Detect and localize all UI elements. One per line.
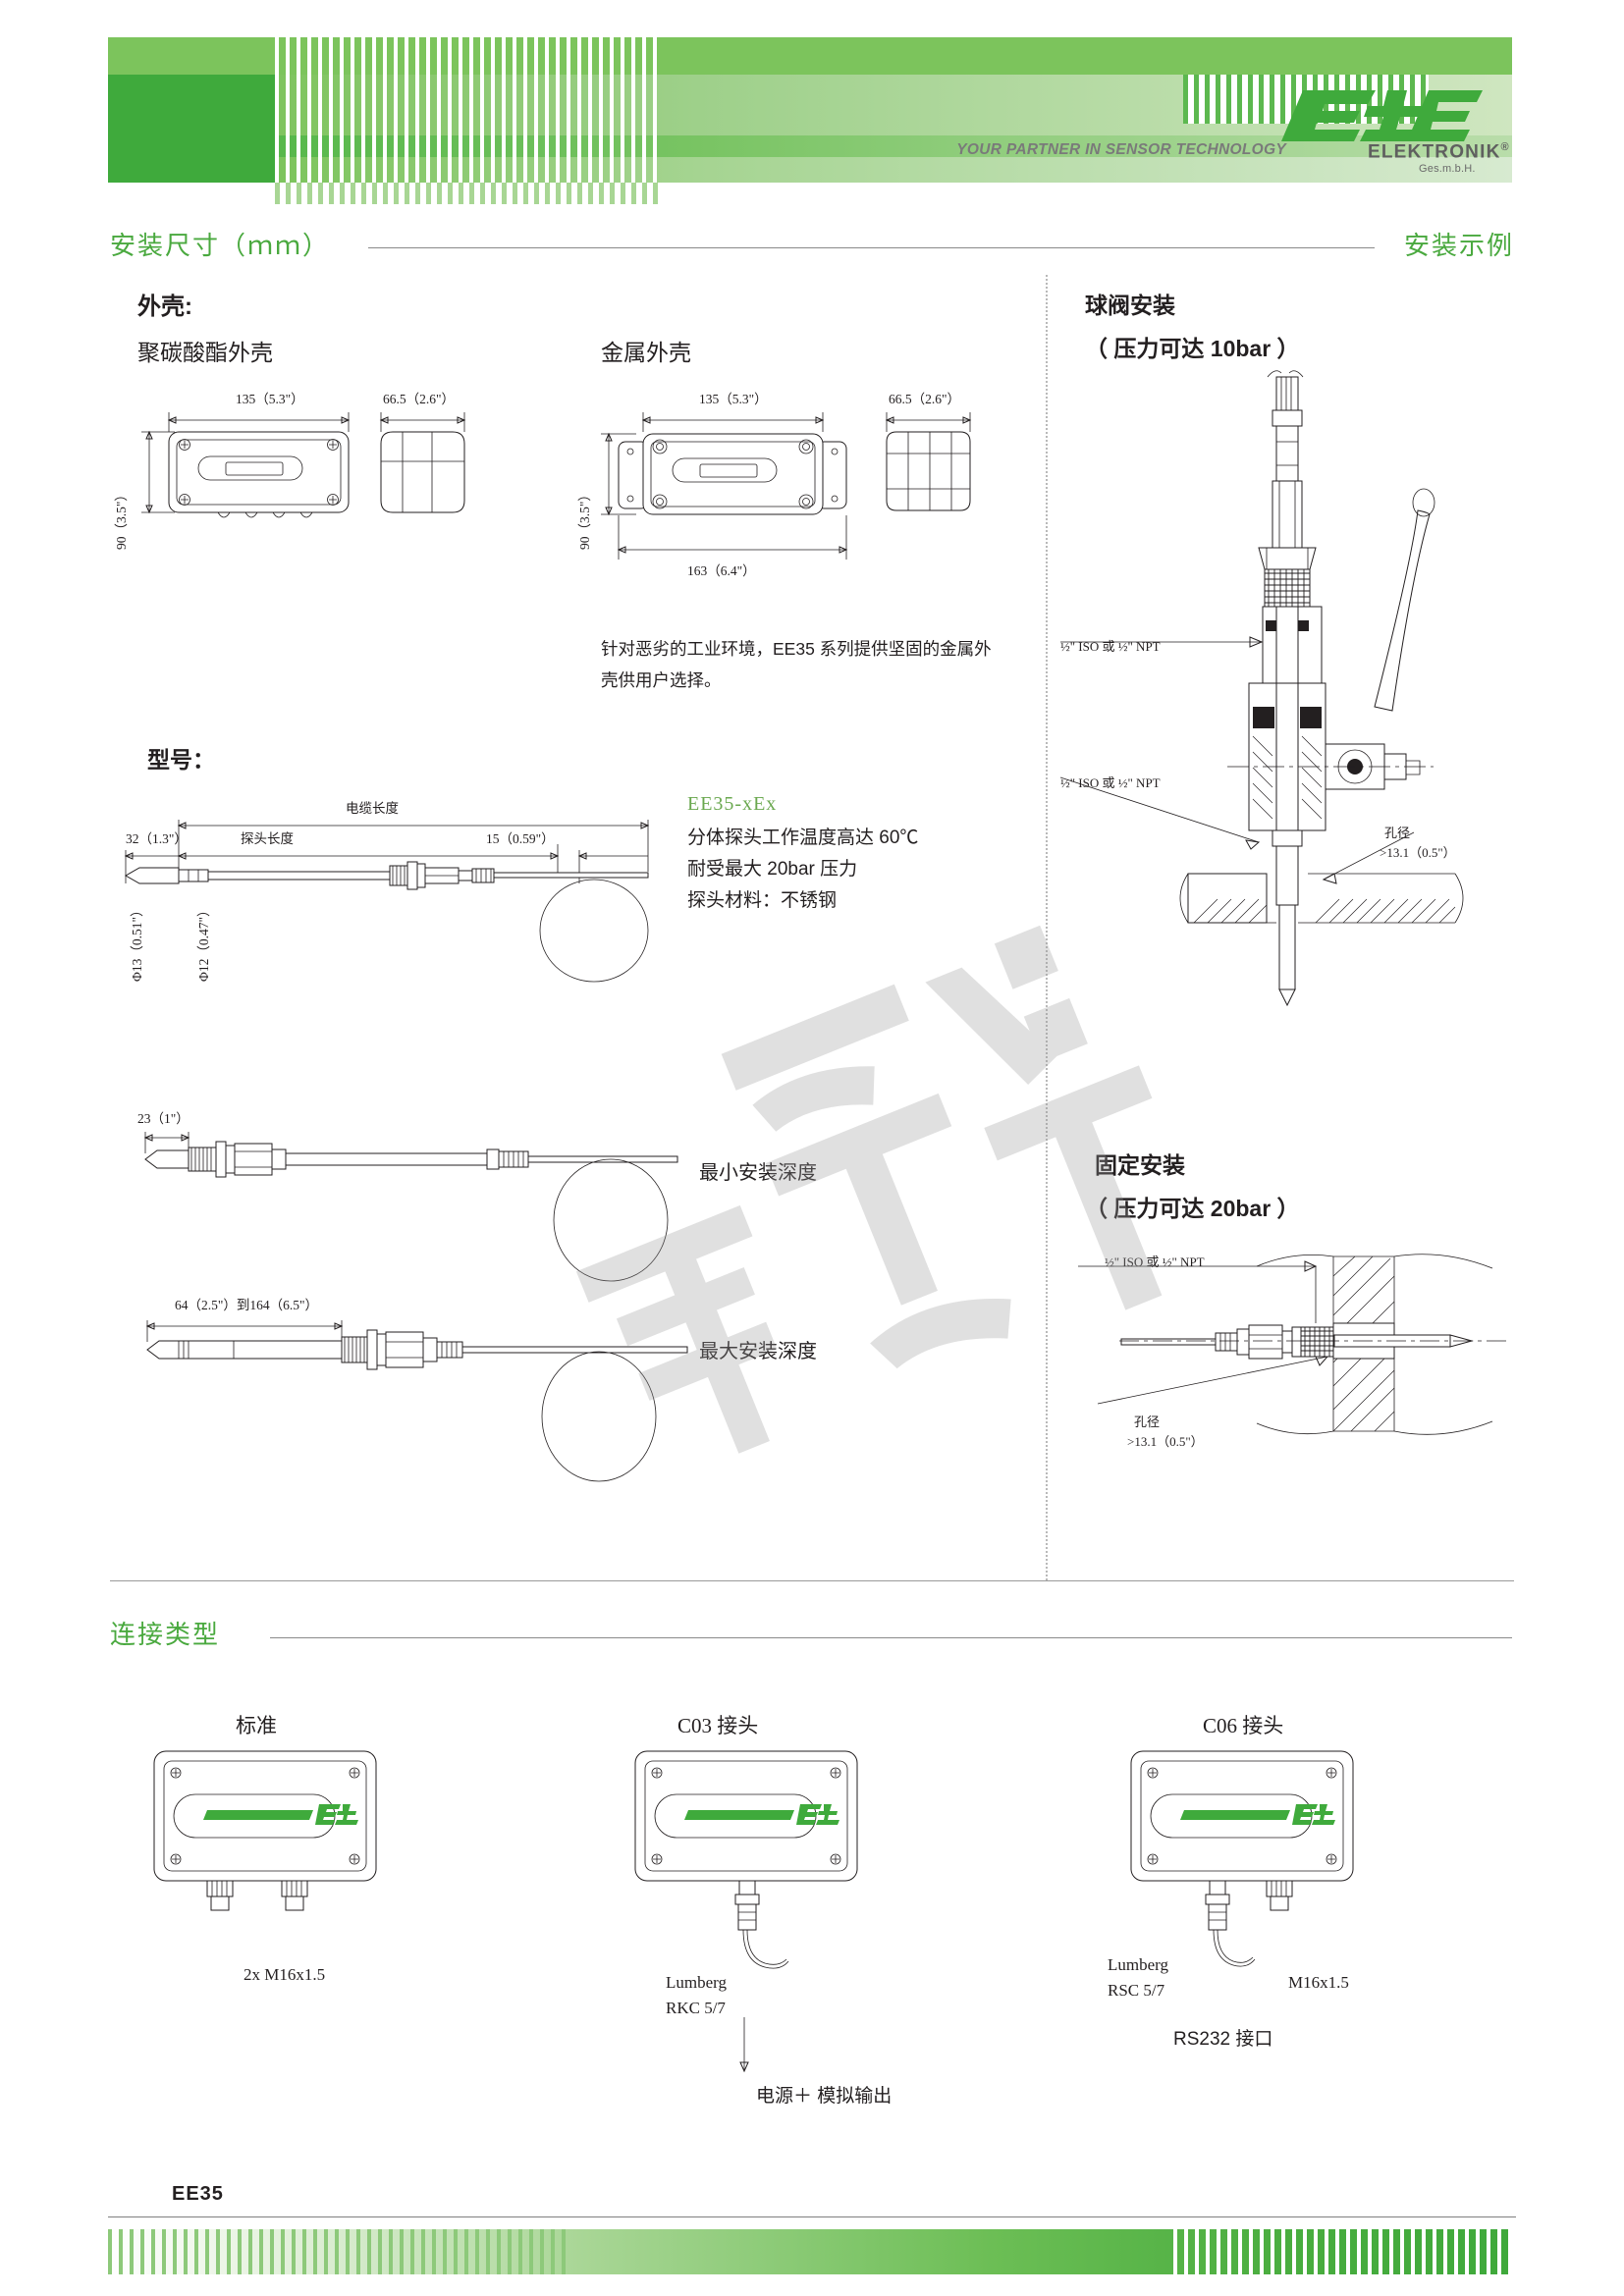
section-title-connections: 连接类型 — [110, 1620, 221, 1649]
min-depth-dim: 23（1"） — [137, 1111, 189, 1126]
polycarbonate-housing-drawing — [141, 412, 351, 518]
metal-depth-dim: 66.5（2.6"） — [889, 392, 961, 406]
probe-drawing-max-depth — [145, 1320, 688, 1482]
company-logo: ELEKTRONIK® Ges.m.b.H. — [1281, 86, 1509, 180]
housing-heading: 外壳: — [137, 294, 192, 320]
section-rule-connections — [270, 1637, 1512, 1638]
connector-title-c03: C03 接头 — [677, 1714, 759, 1737]
dim-32-label: 32（1.3"） — [126, 831, 188, 846]
fixed-thread-label: ½" ISO 或 ½" NPT — [1105, 1255, 1205, 1269]
probe-drawing-min-depth — [143, 1132, 678, 1282]
connector-leader-c03 — [739, 2017, 749, 2073]
connector-bottom-caption-c06: RS232 接口 — [1173, 2029, 1273, 2050]
model-heading: 型号： — [147, 747, 215, 773]
connector-bottom-caption-c03: 电源＋ 模拟输出 — [756, 2086, 893, 2107]
connector-drawing-c06 — [1130, 1750, 1354, 1967]
metal-housing-drawing — [601, 412, 848, 560]
logo-subtitle: ELEKTRONIK® — [1368, 141, 1510, 163]
poly-depth-dim: 66.5（2.6"） — [383, 392, 456, 406]
connector-subcaption-c06: RSC 5/7 — [1108, 1981, 1165, 2000]
connector-subcaption2-c06: M16x1.5 — [1288, 1973, 1349, 1992]
connector-caption-c06: Lumberg — [1108, 1955, 1169, 1974]
section-title-dimensions: 安装尺寸（ｍｍ） — [110, 231, 331, 260]
probe-drawing-cable — [124, 820, 650, 983]
metal-width-dim: 135（5.3"） — [699, 392, 768, 406]
footer-rule — [108, 2216, 1516, 2217]
section-rule-top — [368, 247, 1375, 248]
page-header: YOUR PARTNER IN SENSOR TECHNOLOGY ELEKTR… — [108, 37, 1512, 204]
header-stripe-pattern — [275, 75, 658, 183]
header-left-solid-block — [108, 75, 275, 183]
tagline: YOUR PARTNER IN SENSOR TECHNOLOGY — [956, 141, 1286, 158]
ball-bore-label: 孔径 — [1384, 826, 1411, 840]
ball-valve-title: 球阀安装 — [1085, 293, 1175, 318]
variant-line-1: 分体探头工作温度高达 60℃ — [687, 828, 919, 848]
cable-length-label: 电缆长度 — [346, 801, 399, 816]
fixed-mount-title: 固定安装 — [1095, 1152, 1185, 1178]
metal-flange-dim: 163（6.4"） — [687, 563, 756, 578]
header-stripe-pattern-top — [275, 37, 658, 75]
dim-15-label: 15（0.59"） — [486, 831, 555, 846]
max-depth-dim: 64（2.5"）到164（6.5"） — [175, 1298, 319, 1312]
connector-title-c06: C06 接头 — [1203, 1714, 1284, 1737]
header-stripe-pattern-below — [275, 183, 658, 204]
ball-thread-label-lower: ½" ISO 或 ½" NPT — [1060, 775, 1161, 790]
variant-code: EE35-xEx — [687, 793, 778, 815]
ball-valve-subtitle: （ 压力可达 10bar ） — [1085, 336, 1300, 361]
variant-line-2: 耐受最大 20bar 压力 — [687, 859, 858, 880]
ball-bore-value: >13.1（0.5"） — [1380, 845, 1456, 860]
connector-caption-standard: 2x M16x1.5 — [244, 1965, 326, 1984]
header-right-top-block — [1429, 37, 1512, 75]
metal-housing-side-drawing — [885, 412, 972, 511]
column-divider — [1046, 275, 1048, 1580]
header-left-top-block — [108, 37, 275, 75]
e-plus-e-logo-icon — [1281, 90, 1483, 141]
poly-width-dim: 135（5.3"） — [236, 392, 304, 406]
connector-drawing-standard — [153, 1750, 377, 1911]
bottom-section-divider — [110, 1580, 1514, 1581]
footer-stripe-left — [108, 2229, 569, 2274]
connector-title-standard: 标准 — [236, 1714, 277, 1737]
polycarbonate-housing-side-drawing — [379, 412, 466, 513]
min-depth-label: 最小安装深度 — [699, 1162, 817, 1184]
polycarbonate-housing-label: 聚碳酸酯外壳 — [137, 340, 273, 365]
probe-length-label: 探头长度 — [241, 831, 294, 846]
metal-housing-label: 金属外壳 — [601, 340, 691, 365]
fixed-bore-value: >13.1（0.5"） — [1127, 1434, 1204, 1449]
logo-legal-form: Ges.m.b.H. — [1419, 163, 1476, 175]
metal-housing-note: 针对恶劣的工业环境，EE35 系列提供坚固的金属外壳供用户选择。 — [601, 639, 992, 690]
fixed-mount-subtitle: （ 压力可达 20bar ） — [1085, 1196, 1300, 1221]
ball-valve-assembly-drawing — [1059, 370, 1464, 1007]
section-title-examples: 安装示例 — [1403, 231, 1514, 260]
variant-line-3: 探头材料：不锈钢 — [687, 890, 838, 911]
max-depth-label: 最大安装深度 — [699, 1341, 817, 1362]
footer-model: EE35 — [172, 2183, 224, 2205]
fixed-bore-label: 孔径 — [1134, 1415, 1161, 1429]
connector-drawing-c03 — [634, 1750, 858, 1969]
fixed-mount-assembly-drawing — [1078, 1254, 1510, 1435]
connector-caption-c03: Lumberg — [666, 1973, 728, 1992]
poly-height-dim: 90（3.5"） — [114, 488, 129, 550]
footer-stripe-right — [1173, 2229, 1512, 2274]
ball-thread-label-upper: ½" ISO 或 ½" NPT — [1060, 639, 1161, 654]
connector-subcaption-c03: RKC 5/7 — [666, 1999, 726, 2017]
